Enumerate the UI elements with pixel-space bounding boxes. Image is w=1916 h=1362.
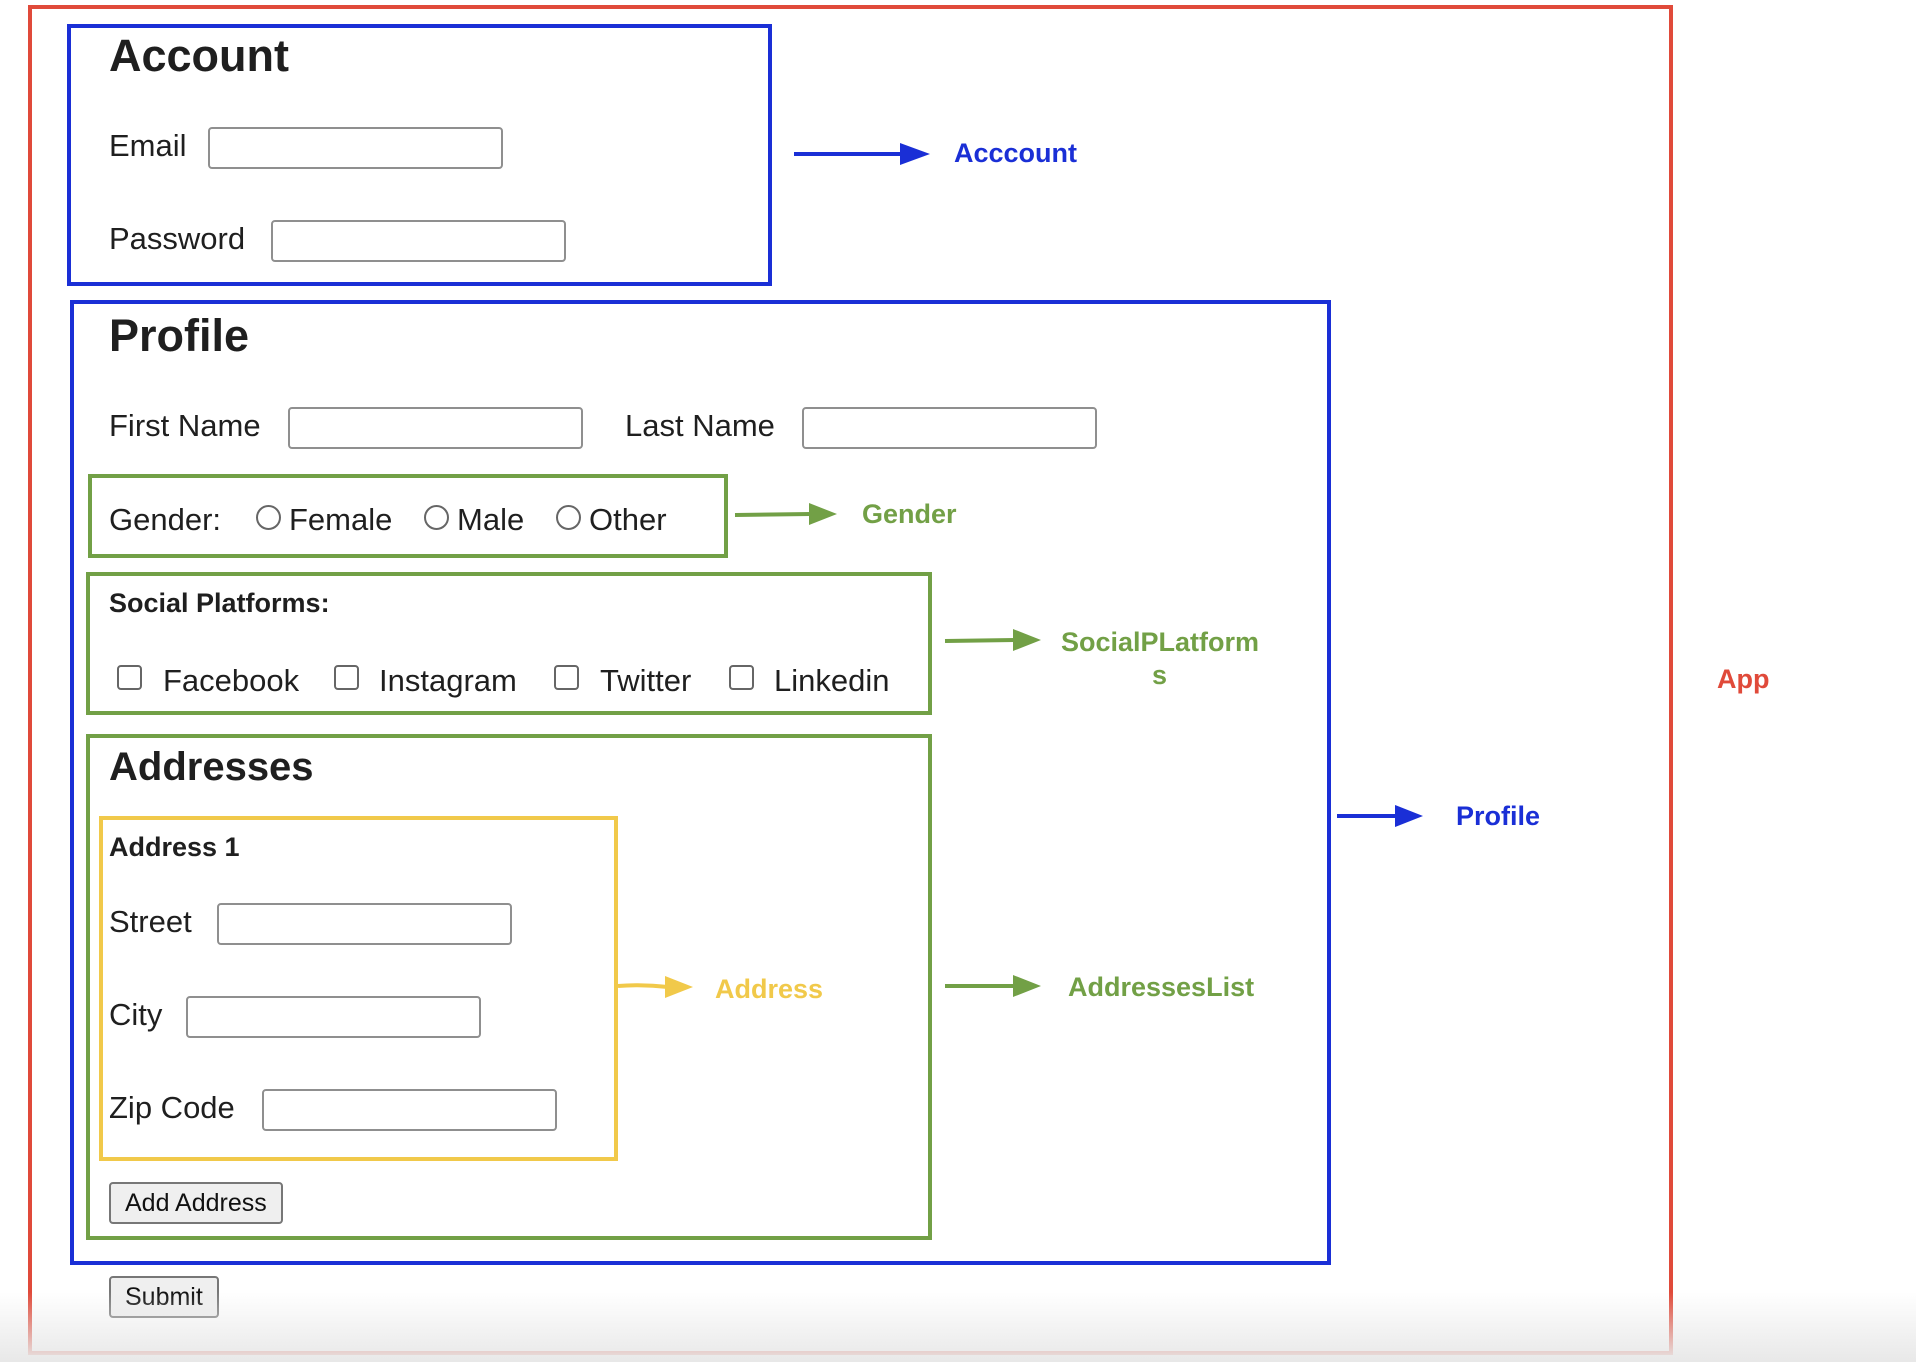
bottom-shadow: [0, 1292, 1916, 1362]
address-arrow-icon: [617, 976, 693, 998]
gender-arrow-icon: [734, 503, 837, 525]
first-name-input[interactable]: [288, 407, 583, 449]
address-annotation: Address: [715, 974, 824, 1004]
profile-arrow-icon: [1337, 805, 1423, 827]
app-annotation: App: [1717, 664, 1770, 694]
first-name-label: First Name: [109, 408, 261, 443]
gender-radio-male[interactable]: [424, 505, 449, 530]
last-name-input[interactable]: [802, 407, 1097, 449]
twitter-checkbox[interactable]: [554, 665, 579, 690]
address-title: Address 1: [109, 832, 240, 862]
password-input[interactable]: [271, 220, 566, 262]
instagram-label: Instagram: [379, 663, 517, 698]
address-boundary: [99, 816, 618, 1161]
add-address-button[interactable]: Add Address: [109, 1182, 283, 1224]
zip-code-input[interactable]: [262, 1089, 557, 1131]
email-label: Email: [109, 128, 187, 163]
street-label: Street: [109, 904, 192, 939]
addresses-list-annotation: AddressesList: [1068, 972, 1255, 1002]
password-label: Password: [109, 221, 246, 256]
social-platforms-boundary: [86, 572, 932, 715]
city-label: City: [109, 997, 163, 1032]
social-platforms-annotation-line2: s: [1152, 660, 1168, 690]
instagram-checkbox[interactable]: [334, 665, 359, 690]
addresses-list-arrow-icon: [945, 975, 1041, 997]
account-title: Account: [109, 30, 289, 81]
gender-annotation: Gender: [862, 499, 957, 529]
email-input[interactable]: [208, 127, 503, 169]
gender-boundary: [88, 474, 728, 558]
gender-label: Gender:: [109, 502, 222, 537]
linkedin-checkbox[interactable]: [729, 665, 754, 690]
gender-option-female: Female: [289, 502, 393, 537]
social-platforms-arrow-icon: [944, 629, 1041, 651]
gender-option-other: Other: [589, 502, 667, 537]
profile-title: Profile: [109, 310, 250, 361]
gender-radio-female[interactable]: [256, 505, 281, 530]
gender-option-male: Male: [457, 502, 525, 537]
gender-radio-other[interactable]: [556, 505, 581, 530]
street-input[interactable]: [217, 903, 512, 945]
social-platforms-annotation-line1: SocialPLatform: [1061, 627, 1260, 657]
addresses-title: Addresses: [109, 745, 314, 789]
profile-annotation: Profile: [1456, 801, 1541, 831]
last-name-label: Last Name: [625, 408, 775, 443]
profile-boundary: [70, 300, 1331, 1265]
zip-code-label: Zip Code: [109, 1090, 235, 1125]
linkedin-label: Linkedin: [774, 663, 890, 698]
account-boundary: [67, 24, 772, 286]
account-arrow-icon: [794, 143, 930, 165]
account-annotation: Acccount: [954, 138, 1078, 168]
addresses-list-boundary: [86, 734, 932, 1240]
social-platforms-label: Social Platforms:: [109, 588, 330, 618]
city-input[interactable]: [186, 996, 481, 1038]
facebook-label: Facebook: [163, 663, 300, 698]
twitter-label: Twitter: [600, 663, 692, 698]
facebook-checkbox[interactable]: [117, 665, 142, 690]
